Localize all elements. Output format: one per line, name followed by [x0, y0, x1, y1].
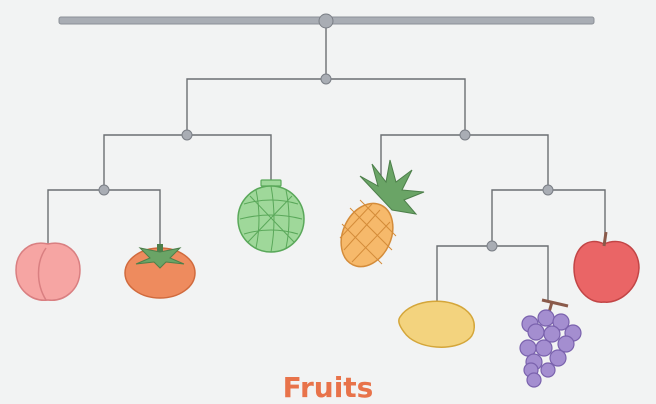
wire-level1	[186, 78, 466, 135]
wire-left3	[47, 189, 161, 246]
diagram-title: Fruits	[282, 371, 374, 404]
apple-icon	[573, 231, 640, 303]
pivot-left3	[98, 184, 110, 196]
pivot-right3	[542, 184, 554, 196]
wire-right4	[436, 245, 549, 302]
peach-icon	[15, 242, 81, 301]
grapes-icon	[519, 298, 582, 388]
melon-icon	[237, 179, 305, 253]
pivot-top	[318, 13, 334, 29]
lemon-icon	[398, 300, 475, 348]
pivot-level1	[320, 73, 332, 85]
pivot-left2	[181, 129, 193, 141]
hanging-mobile	[15, 13, 640, 388]
pineapple-icon	[339, 159, 425, 268]
pivot-right2	[459, 129, 471, 141]
wire-right3	[491, 189, 606, 246]
pivots	[98, 13, 554, 252]
wire-left2	[103, 134, 272, 190]
pivot-right4	[486, 240, 498, 252]
persimmon-icon	[124, 244, 196, 299]
